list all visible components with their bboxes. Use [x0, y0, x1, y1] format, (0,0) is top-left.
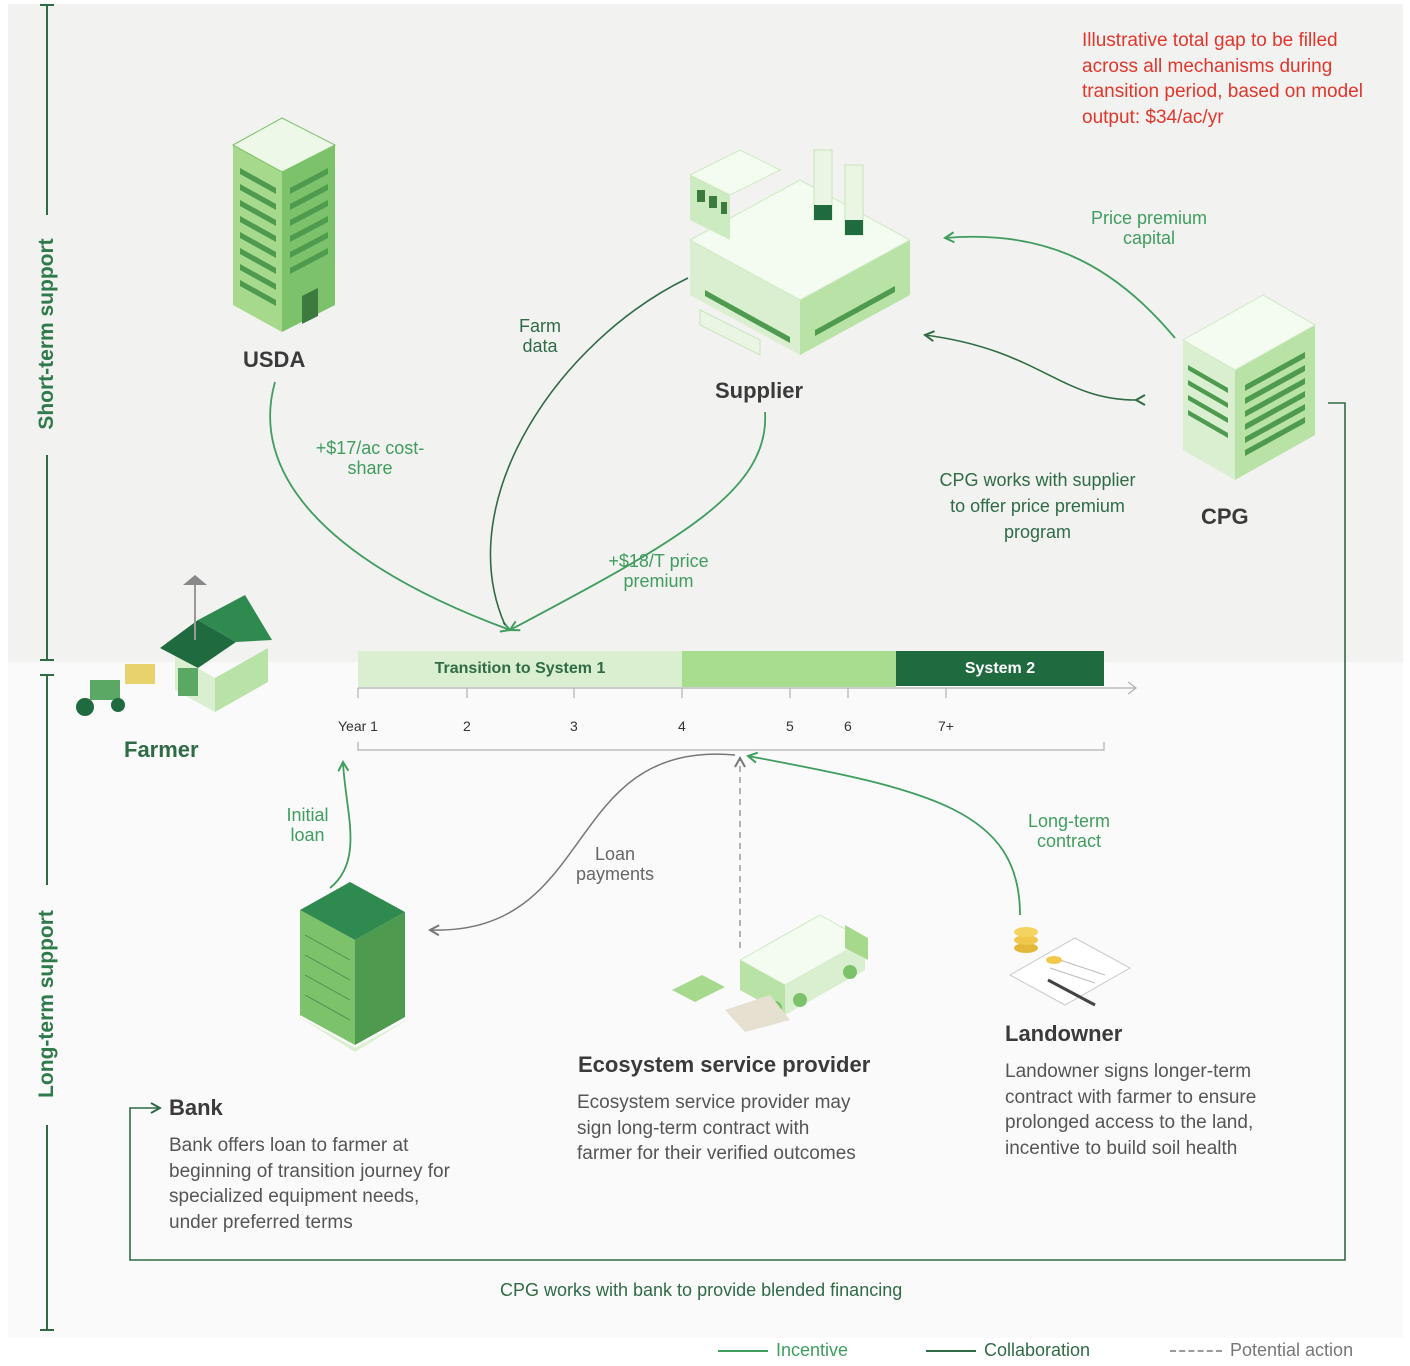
cpg-building-icon	[1181, 294, 1317, 480]
supplier-cpg-arrow	[925, 335, 1136, 400]
long-term-contract-label: Long-term contract	[1027, 811, 1111, 851]
landowner-description: Landowner signs longer-term contract wit…	[1005, 1061, 1257, 1159]
truck-icon	[672, 914, 868, 1032]
legend-collaboration-swatch	[926, 1349, 976, 1352]
blended-finance-line	[129, 402, 1346, 1261]
landowner-label: Landowner	[1005, 1021, 1123, 1046]
bank-label: Bank	[169, 1095, 223, 1120]
usda-label: USDA	[243, 347, 306, 372]
farmer-label: Farmer	[124, 737, 199, 762]
supplier-to-farmer-arrow	[510, 411, 766, 630]
legend-incentive-swatch	[718, 1349, 768, 1352]
price-premium-label: +$18/T price premium	[608, 551, 709, 591]
usda-building-icon	[231, 117, 337, 332]
long-term-contract-arrow	[748, 756, 1021, 916]
system-2-segment: System 2	[896, 651, 1104, 686]
short-term-support-label: Short-term support	[35, 238, 58, 430]
ecosystem-service-provider-label: Ecosystem service provider	[578, 1052, 871, 1077]
side-bracket-long	[40, 674, 54, 1331]
supplier-label: Supplier	[715, 378, 804, 403]
legend-collaboration: Collaboration	[926, 1340, 1090, 1361]
legend-incentive: Incentive	[718, 1340, 848, 1361]
cost-share-label: +$17/ac cost-share	[315, 438, 425, 478]
cpg-supplier-collab-label: CPG works with supplier to offer price p…	[939, 470, 1136, 542]
contract-coins-icon	[1008, 927, 1132, 1007]
legend-incentive-label: Incentive	[776, 1340, 849, 1360]
farm-data-label: Farm data	[519, 316, 561, 356]
tick-year-2: 2	[463, 718, 471, 734]
timeline-axis	[357, 681, 1137, 751]
side-bracket-short	[40, 4, 54, 661]
legend-potential-swatch	[1170, 1349, 1222, 1352]
legend-potential: Potential action	[1170, 1340, 1353, 1361]
bank-building-icon	[296, 882, 410, 1052]
transition-segment-late	[682, 651, 896, 687]
long-term-band	[8, 662, 1403, 1338]
tick-year-3: 3	[570, 718, 578, 734]
bank-description: Bank offers loan to farmer at beginning …	[169, 1135, 450, 1233]
farm-barn-icon	[76, 575, 272, 716]
tick-year-7-plus: 7+	[938, 718, 954, 734]
tick-year-4: 4	[678, 718, 686, 734]
transition-segment: Transition to System 1	[358, 651, 682, 687]
loan-payments-arrow	[430, 753, 736, 930]
legend-potential-label: Potential action	[1230, 1340, 1354, 1360]
legend-collaboration-label: Collaboration	[984, 1340, 1091, 1360]
tick-year-5: 5	[786, 718, 794, 734]
blended-financing-label: CPG works with bank to provide blended f…	[500, 1280, 903, 1300]
supplier-factory-icon	[688, 149, 912, 356]
cpg-to-supplier-arrow	[945, 237, 1176, 339]
price-premium-capital-label: Price premium capital	[1090, 208, 1208, 248]
initial-loan-arrow	[329, 762, 352, 889]
tick-year-6: 6	[844, 718, 852, 734]
long-term-support-label: Long-term support	[35, 910, 58, 1098]
usda-to-farmer-arrow	[269, 381, 510, 630]
cpg-label: CPG	[1201, 504, 1249, 529]
farm-data-line	[489, 277, 689, 626]
total-gap-note: Illustrative total gap to be filled acro…	[1082, 30, 1363, 128]
loan-payments-label: Loan payments	[575, 844, 655, 884]
tick-year-1: Year 1	[338, 718, 378, 734]
esp-description: Ecosystem service provider may sign long…	[577, 1092, 856, 1164]
initial-loan-label: Initial loan	[286, 805, 329, 845]
